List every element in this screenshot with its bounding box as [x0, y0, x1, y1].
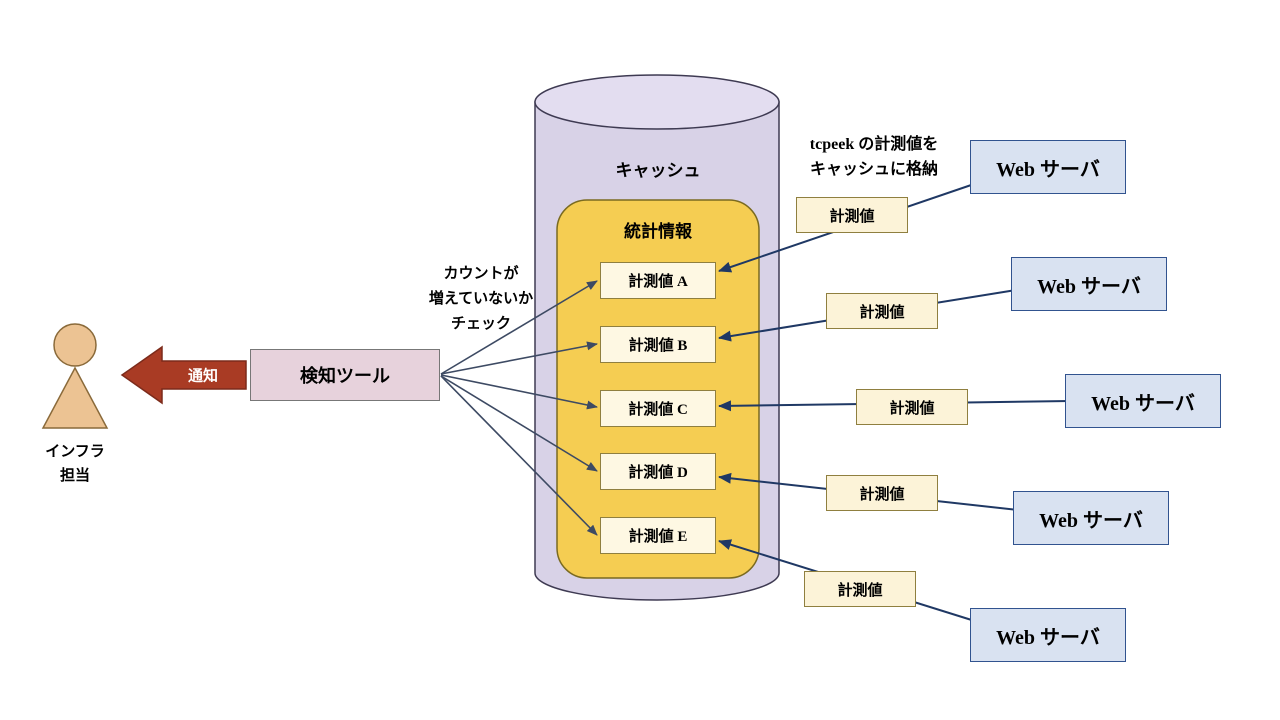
cache-label: キャッシュ — [615, 161, 701, 180]
tag-box-2: 計測値 — [826, 293, 938, 329]
metric-box-e: 計測値 E — [600, 517, 716, 554]
stats-label: 統計情報 — [624, 222, 692, 241]
check-arrow-d — [440, 375, 598, 472]
metric-box-c: 計測値 C — [600, 390, 716, 427]
notify-label: 通知 — [187, 368, 219, 385]
check-arrow-c — [440, 374, 598, 410]
metric-box-d: 計測値 D — [600, 453, 716, 490]
tag-box-5: 計測値 — [804, 571, 916, 607]
annotation-check-line2: 増えていないか — [428, 291, 534, 307]
annotation-check-line3: チェック — [450, 316, 512, 332]
person-icon-head — [53, 323, 97, 367]
check-arrow-a — [440, 280, 598, 375]
web-server-box-3: Web サーバ — [1065, 374, 1221, 428]
check-arrow-b — [440, 341, 598, 375]
tag-box-1: 計測値 — [796, 197, 908, 233]
metric-box-a: 計測値 A — [600, 262, 716, 299]
person-label: インフラ 担当 — [45, 440, 105, 488]
person-label-line1: インフラ — [45, 444, 105, 460]
detector-box: 検知ツール — [250, 349, 440, 401]
web-server-box-5: Web サーバ — [970, 608, 1126, 662]
cache-cylinder-top — [534, 74, 780, 130]
annotation-store-line1: tcpeek の計測値を — [809, 136, 939, 153]
annotation-check: カウントが 増えていないか チェック — [429, 262, 533, 337]
tag-box-4: 計測値 — [826, 475, 938, 511]
check-arrow-e — [440, 375, 598, 536]
notify-arrow — [120, 345, 247, 405]
person-label-line2: 担当 — [59, 468, 90, 484]
web-server-box-4: Web サーバ — [1013, 491, 1169, 545]
web-server-box-1: Web サーバ — [970, 140, 1126, 194]
web-server-box-2: Web サーバ — [1011, 257, 1167, 311]
annotation-store-line2: キャッシュに格納 — [809, 161, 938, 178]
annotation-check-line1: カウントが — [443, 266, 519, 282]
annotation-store: tcpeek の計測値を キャッシュに格納 — [810, 132, 938, 182]
metric-box-b: 計測値 B — [600, 326, 716, 363]
tag-box-3: 計測値 — [856, 389, 968, 425]
person-icon-body — [41, 366, 109, 429]
